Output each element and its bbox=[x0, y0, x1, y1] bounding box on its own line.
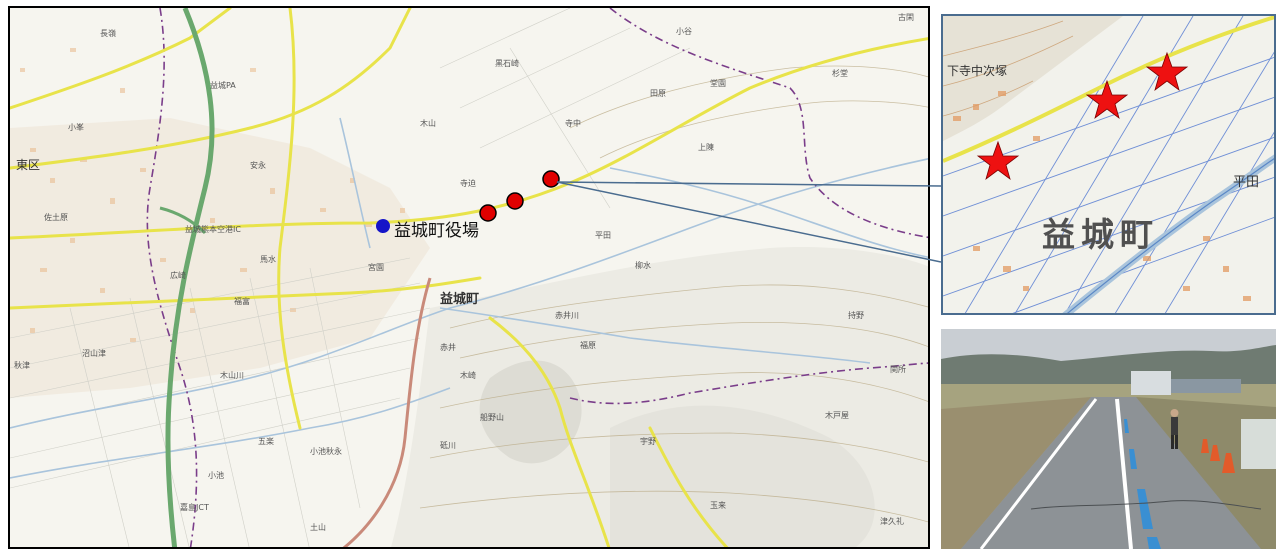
svg-text:木山: 木山 bbox=[420, 118, 436, 128]
field-grid bbox=[10, 8, 691, 547]
svg-text:小谷: 小谷 bbox=[676, 27, 692, 36]
svg-text:土山: 土山 bbox=[310, 522, 326, 532]
svg-text:関所: 関所 bbox=[890, 364, 906, 374]
town-hall-marker bbox=[376, 219, 390, 233]
inset-buildings bbox=[953, 91, 1251, 301]
site-star-1 bbox=[976, 140, 1020, 181]
expressway-ramp bbox=[159, 206, 207, 235]
inset-map[interactable]: 下寺中次塚 平田 益城町 bbox=[941, 14, 1276, 315]
svg-text:佐土原: 佐土原 bbox=[44, 212, 68, 222]
town-name-label: 益城町 bbox=[440, 292, 480, 307]
inset-road bbox=[943, 16, 1274, 163]
contours bbox=[419, 65, 928, 523]
svg-text:黒石崎: 黒石崎 bbox=[495, 58, 519, 68]
inset-hillside bbox=[943, 16, 1123, 141]
svg-text:馬水: 馬水 bbox=[260, 254, 276, 264]
svg-text:寺中: 寺中 bbox=[565, 118, 581, 128]
site-photo-graphics bbox=[941, 329, 1276, 549]
svg-text:福原: 福原 bbox=[580, 341, 596, 350]
svg-text:沼山津: 沼山津 bbox=[82, 348, 106, 358]
inset-field-grid bbox=[943, 16, 1274, 313]
mount-funano bbox=[479, 360, 582, 464]
svg-text:嘉島JCT: 嘉島JCT bbox=[180, 502, 209, 512]
main-map[interactable]: 長嶺黒石崎寺中 田原 堂園木山 安永寺迫 上陳 馬水宮園福富 広崎赤井 福原 柳水 平田… bbox=[8, 6, 930, 549]
svg-text:玉来: 玉来 bbox=[710, 501, 726, 510]
site-star-2 bbox=[1085, 79, 1129, 120]
prefectural-roads bbox=[10, 8, 928, 547]
svg-text:福富: 福富 bbox=[234, 296, 250, 306]
svg-text:秋津: 秋津 bbox=[14, 360, 30, 370]
svg-text:柳水: 柳水 bbox=[635, 260, 651, 270]
svg-text:杉堂: 杉堂 bbox=[832, 68, 848, 78]
inset-place-label-left: 下寺中次塚 bbox=[947, 64, 1008, 78]
svg-text:堂園: 堂園 bbox=[710, 78, 726, 88]
svg-text:寺迫: 寺迫 bbox=[460, 178, 476, 188]
svg-text:広崎: 広崎 bbox=[170, 270, 186, 280]
hill-south bbox=[610, 405, 875, 547]
svg-text:安永: 安永 bbox=[250, 160, 266, 170]
svg-text:宮園: 宮園 bbox=[368, 262, 384, 272]
ward-label: 東区 bbox=[16, 158, 41, 172]
svg-text:砥川: 砥川 bbox=[440, 440, 456, 450]
urban-buildings bbox=[20, 48, 405, 342]
svg-text:赤井: 赤井 bbox=[440, 342, 456, 352]
svg-text:赤井川: 赤井川 bbox=[555, 310, 579, 320]
svg-text:木崎: 木崎 bbox=[460, 370, 476, 380]
site-marker-1 bbox=[479, 204, 497, 222]
expressway bbox=[165, 8, 215, 547]
svg-text:船野山: 船野山 bbox=[480, 412, 504, 422]
inset-town-label: 益城町 bbox=[1042, 215, 1159, 254]
inset-place-label-right: 平田 bbox=[1233, 175, 1260, 190]
svg-text:宇野: 宇野 bbox=[640, 436, 656, 446]
svg-text:益城熊本空港IC: 益城熊本空港IC bbox=[185, 224, 241, 234]
svg-text:持野: 持野 bbox=[848, 310, 864, 320]
svg-text:平田: 平田 bbox=[595, 231, 611, 240]
svg-text:木戸屋: 木戸屋 bbox=[825, 410, 849, 420]
national-road bbox=[342, 277, 432, 547]
svg-text:田原: 田原 bbox=[650, 89, 666, 98]
site-star-3 bbox=[1145, 51, 1189, 92]
site-marker-3 bbox=[542, 170, 560, 188]
svg-text:小池秋永: 小池秋永 bbox=[310, 446, 342, 456]
urban-area bbox=[10, 118, 430, 398]
svg-text:益城PA: 益城PA bbox=[210, 80, 236, 90]
svg-text:上陳: 上陳 bbox=[698, 143, 714, 152]
town-hall-label: 益城町役場 bbox=[394, 221, 479, 241]
svg-text:木山川: 木山川 bbox=[220, 370, 244, 380]
svg-text:津久礼: 津久礼 bbox=[880, 516, 904, 526]
site-marker-2 bbox=[506, 192, 524, 210]
svg-text:五楽: 五楽 bbox=[258, 436, 274, 446]
inset-map-graphics bbox=[943, 16, 1274, 313]
svg-text:小峯: 小峯 bbox=[68, 122, 84, 132]
inset-river-edge bbox=[1066, 157, 1274, 313]
svg-text:小池: 小池 bbox=[208, 470, 224, 480]
svg-text:長嶺: 長嶺 bbox=[100, 29, 116, 38]
site-photo bbox=[941, 329, 1276, 549]
svg-text:古閑: 古閑 bbox=[898, 12, 914, 22]
